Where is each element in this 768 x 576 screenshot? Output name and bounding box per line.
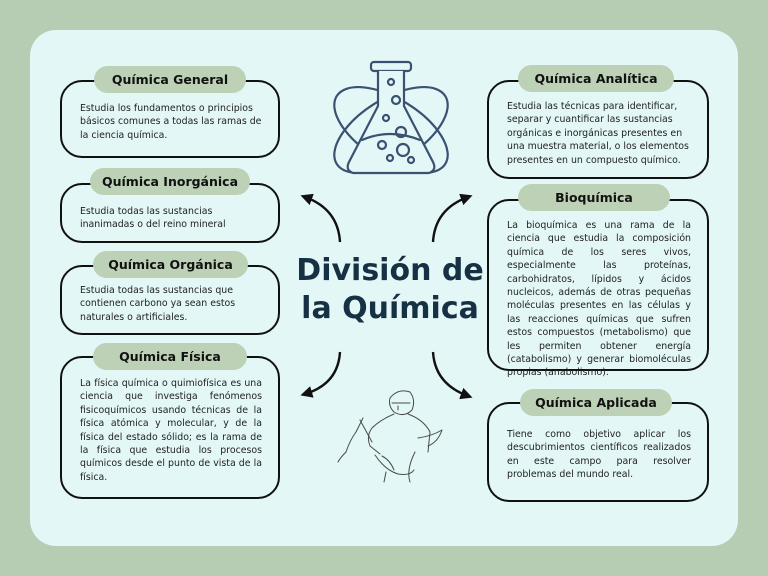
- main-title-line1: División de: [296, 253, 484, 288]
- main-title-line2: la Química: [301, 291, 479, 326]
- card-quimica-fisica: La física química o quimiofísica es una …: [60, 356, 280, 499]
- label-quimica-inorganica: Química Inorgánica: [90, 168, 250, 195]
- card-quimica-aplicada: Tiene como objetivo aplicar los descubri…: [487, 402, 709, 502]
- label-quimica-general: Química General: [94, 66, 246, 93]
- card-quimica-general: Estudia los fundamentos o principios bás…: [60, 80, 280, 158]
- card-text: La bioquímica es una rama de la ciencia …: [507, 220, 691, 379]
- card-text: Tiene como objetivo aplicar los descubri…: [507, 429, 691, 481]
- card-text: La física química o quimiofísica es una …: [80, 378, 262, 483]
- label-bioquimica: Bioquímica: [518, 184, 670, 211]
- card-quimica-organica: Estudia todas las sustancias que contien…: [60, 265, 280, 335]
- card-text: Estudia los fundamentos o principios bás…: [80, 103, 262, 141]
- card-text: Estudia las técnicas para identificar, s…: [507, 101, 689, 166]
- main-title: División de la Química: [296, 252, 484, 328]
- card-bioquimica: La bioquímica es una rama de la ciencia …: [487, 199, 709, 378]
- label-quimica-fisica: Química Física: [93, 343, 247, 370]
- label-quimica-analitica: Química Analítica: [518, 65, 674, 92]
- arrow-icon: [300, 193, 473, 400]
- label-quimica-aplicada: Química Aplicada: [520, 389, 672, 416]
- card-text: Estudia todas las sustancias inanimadas …: [80, 206, 226, 231]
- card-text: Estudia todas las sustancias que contien…: [80, 285, 236, 323]
- card-quimica-analitica: Estudia las técnicas para identificar, s…: [487, 80, 709, 179]
- flask-atom-icon: [333, 60, 449, 175]
- scientist-drawing: [337, 390, 443, 483]
- label-quimica-organica: Química Orgánica: [93, 251, 248, 278]
